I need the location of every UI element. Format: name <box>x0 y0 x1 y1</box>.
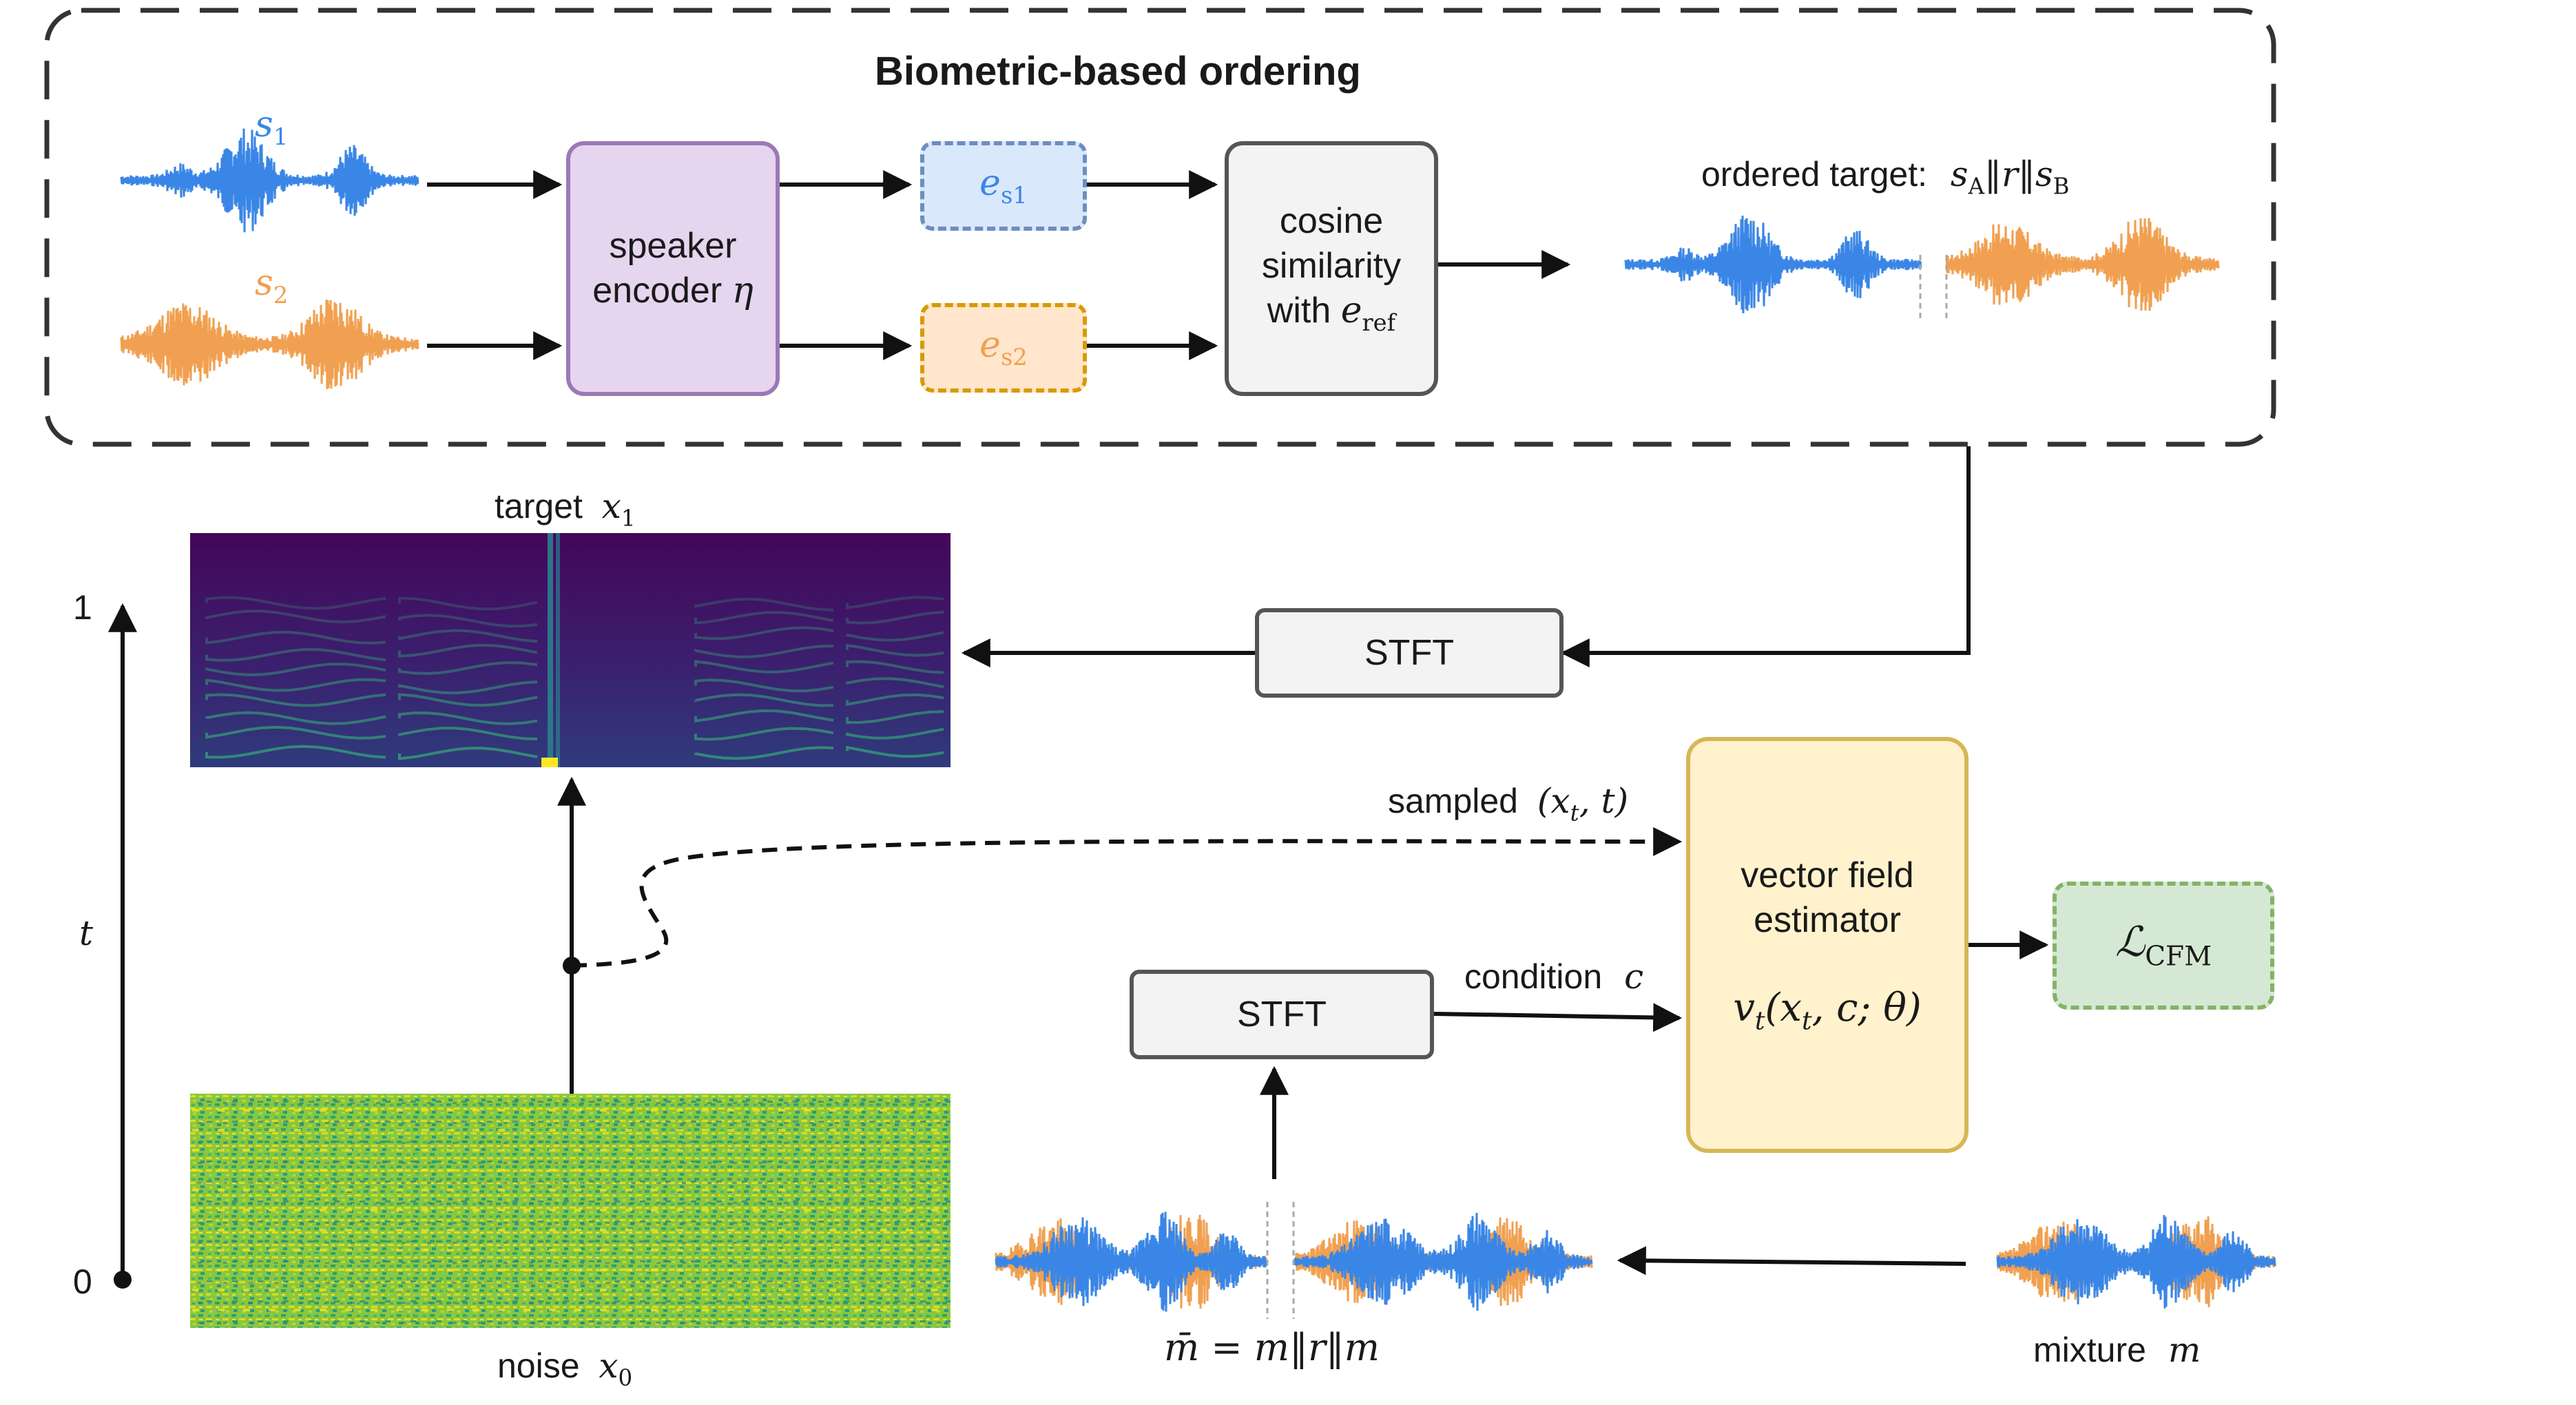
stft-bottom-box: STFT <box>1130 970 1434 1059</box>
cosine-similarity-box: cosine similarity with eref <box>1225 141 1438 396</box>
biometric-ordering-frame <box>44 8 2276 447</box>
speaker2-label: s2 <box>255 262 289 309</box>
arrow-mixture-to-mbar <box>1617 1246 1966 1276</box>
sample-point-dot <box>563 957 581 975</box>
vfe-formula: vt(xt, c; θ) <box>1733 985 1922 1036</box>
ordered-target-label: ordered target: sA‖r‖sB <box>1701 154 2070 200</box>
loss-box: ℒCFM <box>2053 882 2274 1010</box>
mbar-waveform-blue <box>995 1211 1593 1312</box>
embedding-s2-box: es2 <box>920 303 1087 393</box>
stft-top-box: STFT <box>1255 608 1564 698</box>
waveform-s2 <box>120 299 419 390</box>
arrow-frame-to-stft <box>1560 446 1971 667</box>
ordered-target-waveform-b <box>1945 218 2220 311</box>
speaker-encoder-box: speaker encoder η <box>566 141 780 396</box>
speaker1-label: s1 <box>255 104 289 150</box>
speaker-encoder-line2: encoder η <box>592 270 754 311</box>
speaker-encoder-line1: speaker <box>609 226 737 266</box>
waveform-s1 <box>120 128 419 233</box>
noise-label: noise x0 <box>497 1346 633 1391</box>
axis-label-bottom: 0 <box>73 1262 92 1301</box>
mixture-waveform-blue <box>1996 1215 2276 1309</box>
arrow-sampled-dashed <box>571 826 1683 968</box>
condition-label: condition c <box>1464 957 1644 997</box>
diagram-title: Biometric-based ordering <box>875 49 1361 94</box>
target-spectrogram <box>190 533 951 767</box>
sampled-label: sampled (xt, t) <box>1388 781 1629 826</box>
embedding-s1-box: es1 <box>920 141 1087 231</box>
arrow-stft-to-vfe <box>1433 1003 1683 1032</box>
axis-label-t: t <box>79 913 94 953</box>
ordered-target-waveform-a <box>1624 216 1922 313</box>
vector-field-estimator-box: vector field estimator vt(xt, c; θ) <box>1686 737 1969 1153</box>
axis-label-top: 1 <box>73 588 92 627</box>
encoder-symbol: η <box>731 270 754 311</box>
noise-spectrogram <box>190 1094 951 1328</box>
time-axis-origin-dot <box>114 1271 132 1289</box>
target-label: target x1 <box>495 486 636 532</box>
mbar-formula: m̄ = m‖r‖m <box>1164 1326 1380 1369</box>
mixture-label: mixture m <box>2033 1330 2201 1370</box>
